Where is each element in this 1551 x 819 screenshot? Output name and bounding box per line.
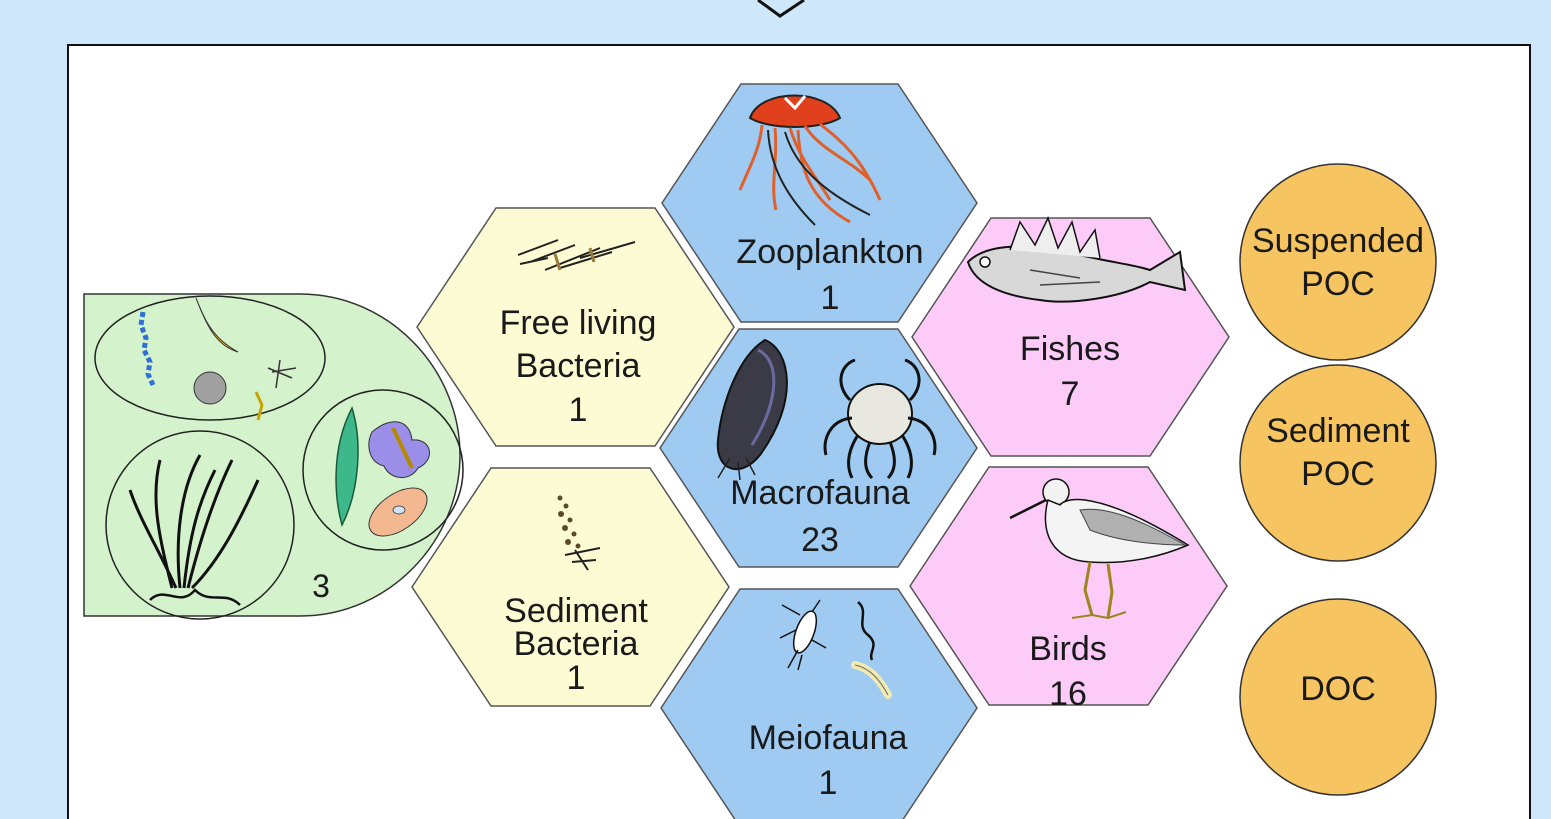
suspended-poc-label-line1: Suspended bbox=[1252, 222, 1424, 260]
primary-producers-count: 3 bbox=[312, 568, 330, 604]
sediment-poc-compartment: Sediment POC bbox=[1240, 365, 1436, 561]
zooplankton-count: 1 bbox=[821, 279, 840, 317]
sediment-poc-label-line2: POC bbox=[1301, 455, 1375, 493]
sediment-bacteria-count: 1 bbox=[567, 659, 586, 697]
macrofauna-count: 23 bbox=[801, 521, 839, 559]
sediment-poc-label-line1: Sediment bbox=[1266, 412, 1410, 450]
meiofauna-count: 1 bbox=[819, 764, 838, 802]
fishes-label: Fishes bbox=[1020, 330, 1120, 368]
meiofauna-label: Meiofauna bbox=[749, 719, 908, 757]
free-living-bacteria-label-line1: Free living bbox=[500, 304, 657, 342]
doc-compartment: DOC bbox=[1240, 599, 1436, 795]
suspended-poc-circle bbox=[1240, 164, 1436, 360]
suspended-poc-compartment: Suspended POC bbox=[1240, 164, 1436, 360]
birds-label: Birds bbox=[1029, 630, 1106, 668]
free-living-bacteria-count: 1 bbox=[569, 391, 588, 429]
macrofauna-label: Macrofauna bbox=[730, 474, 910, 512]
suspended-poc-label-line2: POC bbox=[1301, 265, 1375, 303]
top-arrow-icon bbox=[758, 0, 804, 16]
fishes-count: 7 bbox=[1061, 375, 1080, 413]
primary-producers-group: 3 bbox=[84, 294, 463, 619]
free-living-bacteria-label-line2: Bacteria bbox=[516, 347, 641, 385]
birds-count: 16 bbox=[1049, 675, 1087, 713]
zooplankton-label: Zooplankton bbox=[736, 233, 923, 271]
doc-label: DOC bbox=[1300, 670, 1376, 708]
sediment-bacteria-label-line2: Bacteria bbox=[514, 625, 639, 663]
